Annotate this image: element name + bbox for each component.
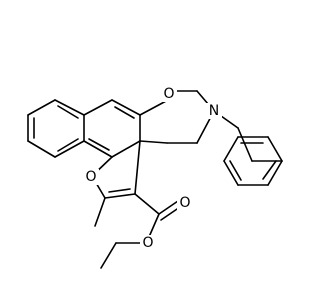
atom-o1-bg xyxy=(161,86,177,102)
bond-36 xyxy=(237,127,253,162)
bond-3 xyxy=(27,140,56,158)
atom-o2: O xyxy=(85,169,96,185)
atom-labels: O N O O O xyxy=(83,86,222,251)
bond-28 xyxy=(100,242,117,269)
bond-41 xyxy=(223,160,239,186)
bond-13 xyxy=(111,140,141,158)
atom-o4-bg xyxy=(140,235,156,251)
bond-8 xyxy=(57,138,79,152)
atom-o4: O xyxy=(142,235,153,251)
bond-23 xyxy=(134,193,160,215)
bond-29 xyxy=(139,99,169,116)
bond-4 xyxy=(54,140,85,158)
atom-o3-bg xyxy=(177,195,193,211)
atom-o1: O xyxy=(163,86,174,102)
bond-20 xyxy=(134,140,141,195)
bond-45 xyxy=(229,160,242,181)
atom-n1: N xyxy=(209,103,219,119)
bond-24 xyxy=(158,200,179,215)
bond-46 xyxy=(262,160,277,180)
bond-11 xyxy=(111,99,141,116)
atom-o2-bg xyxy=(83,169,99,185)
bond-10 xyxy=(83,99,113,116)
bond-lines xyxy=(27,90,283,269)
atom-o3: O xyxy=(179,195,190,211)
chemical-structure-diagram: O N O O O xyxy=(0,0,300,300)
diagram-background xyxy=(0,0,300,300)
bond-21 xyxy=(108,188,131,193)
bond-40 xyxy=(223,136,239,162)
bond-26 xyxy=(148,213,160,238)
atom-n1-bg xyxy=(206,103,222,119)
bond-25 xyxy=(160,206,181,221)
bond-15 xyxy=(114,106,135,119)
bond-1 xyxy=(27,99,56,116)
bond-22 xyxy=(94,197,106,227)
bond-6 xyxy=(54,99,85,116)
bond-9 xyxy=(57,105,79,119)
bond-14 xyxy=(83,140,113,158)
bond-38 xyxy=(267,136,283,162)
bond-43 xyxy=(267,160,283,186)
bond-19 xyxy=(104,193,136,199)
bond-16 xyxy=(88,138,110,151)
bond-34 xyxy=(139,140,168,144)
